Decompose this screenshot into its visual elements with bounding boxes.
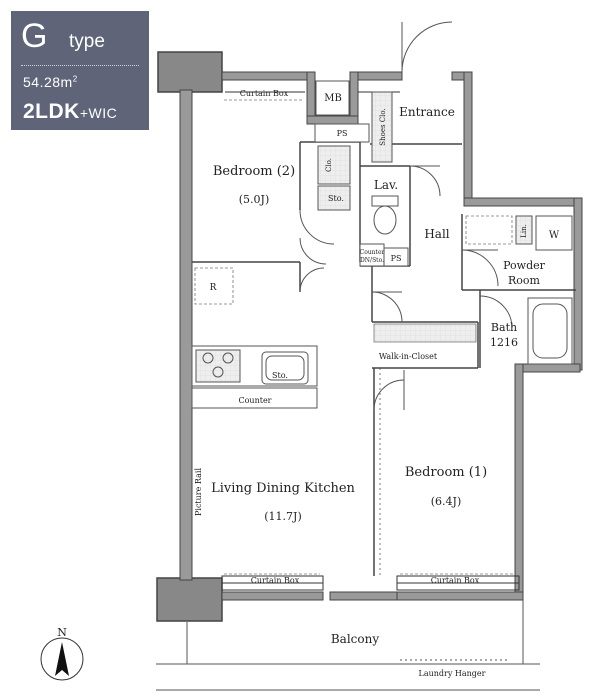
ps-label-top: PS <box>337 129 348 138</box>
bedroom1-size: (6.4J) <box>431 495 462 508</box>
type-letter: G <box>21 17 48 55</box>
r-label: R <box>210 283 217 293</box>
layout-suffix: +WIC <box>79 105 118 121</box>
bedroom2-size: (5.0J) <box>239 193 270 206</box>
clo-label: Clo. <box>325 158 333 172</box>
bathtub-fixture <box>527 297 573 365</box>
pillar-bottom-left <box>156 577 223 622</box>
bath-label-1: Bath <box>491 321 517 334</box>
powder-room-label-2: Room <box>508 274 541 287</box>
layout-type: 2LDK+WIC <box>23 100 117 124</box>
floor-area: 54.28m2 <box>23 74 78 90</box>
bedroom2-sto-label: Sto. <box>328 194 344 203</box>
mb-label: MB <box>324 93 342 104</box>
badge-divider <box>21 65 139 66</box>
entrance-label: Entrance <box>399 105 455 119</box>
balcony-area <box>156 600 540 691</box>
toilet-fixture <box>371 195 399 235</box>
ps-box-hall <box>383 247 409 267</box>
window-frames <box>221 91 520 591</box>
floor-area-value: 54.28 <box>23 74 61 90</box>
ldk-name: Living Dining Kitchen <box>211 481 355 496</box>
curtain-box-top: Curtain Box <box>240 89 289 98</box>
wic-shelf <box>373 323 477 343</box>
washer-space <box>535 215 573 251</box>
w-label: W <box>549 230 560 241</box>
ps-box-top <box>314 123 370 143</box>
shoes-closet <box>371 91 393 163</box>
kitchen-counter <box>191 345 318 409</box>
lav-label: Lav. <box>374 178 398 192</box>
laundry-hanger-label: Laundry Hanger <box>419 669 486 678</box>
picture-rail-label: Picture Rail <box>194 468 203 516</box>
balcony-label: Balcony <box>331 632 379 646</box>
door-swings <box>299 21 513 411</box>
ldk-size: (11.7J) <box>264 510 302 523</box>
wic-label: Walk-in-Closet <box>379 352 438 361</box>
linen-shelf <box>515 215 533 245</box>
pillar-top-left <box>157 51 223 93</box>
bedroom2-closet <box>317 145 351 185</box>
curtain-box-right: Curtain Box <box>431 576 480 585</box>
mb-box <box>315 80 350 116</box>
curtain-box-lines <box>224 99 515 575</box>
vanity-unit <box>465 215 513 245</box>
powder-room-label-1: Powder <box>503 259 546 272</box>
kitchen-sto-label: Sto. <box>272 371 288 380</box>
layout-main: 2LDK <box>23 100 80 123</box>
bedroom1-name: Bedroom (1) <box>405 465 487 480</box>
floor-area-unit: m <box>60 74 73 90</box>
lin-label: Lin. <box>520 224 528 238</box>
outer-walls <box>179 71 583 601</box>
hall-label: Hall <box>424 227 449 241</box>
ps-label-hall: PS <box>391 254 402 263</box>
compass-icon: N <box>40 626 84 681</box>
compass-north: N <box>57 626 67 639</box>
bath-label-2: 1216 <box>490 336 518 349</box>
type-word: type <box>69 31 105 52</box>
counter-label-1: Counter <box>360 249 385 256</box>
bedroom2-storage <box>317 185 351 211</box>
bedroom2-name: Bedroom (2) <box>213 164 295 179</box>
curtain-box-left: Curtain Box <box>251 576 300 585</box>
shoes-closet-label: Shoes Clo. <box>379 108 387 145</box>
floor-area-exp: 2 <box>72 74 78 84</box>
counter-label: Counter <box>238 396 271 405</box>
plan-type-badge: G type 54.28m2 2LDK+WIC <box>11 11 149 130</box>
counter-label-2: DN/Sto. <box>360 257 384 264</box>
fridge-space <box>194 267 234 305</box>
